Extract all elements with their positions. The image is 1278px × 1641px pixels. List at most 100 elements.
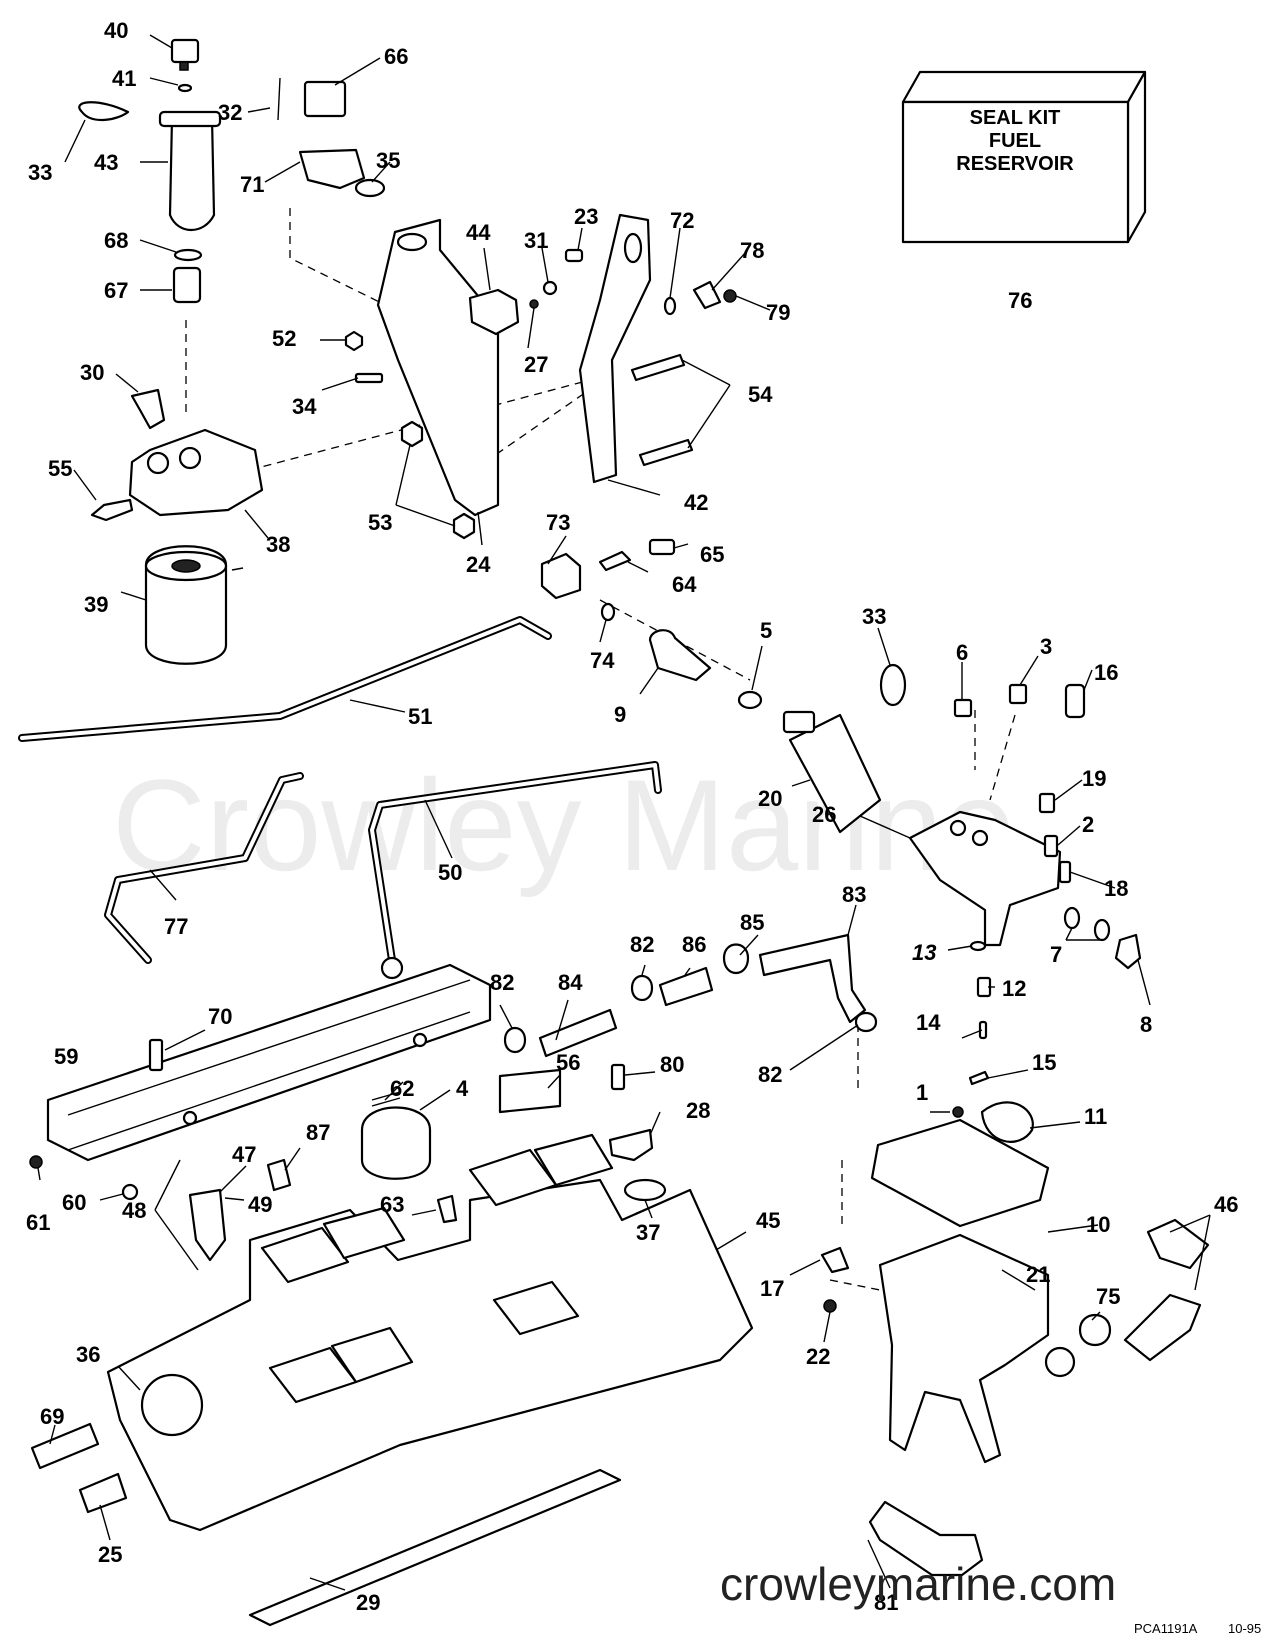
- callout-49[interactable]: 49: [248, 1192, 272, 1217]
- gasket-10: [870, 1118, 1050, 1228]
- callout-8[interactable]: 8: [1140, 1012, 1152, 1037]
- callout-34[interactable]: 34: [292, 394, 317, 419]
- callout-82-c[interactable]: 82: [758, 1062, 782, 1087]
- callout-16[interactable]: 16: [1094, 660, 1118, 685]
- callout-27[interactable]: 27: [524, 352, 548, 377]
- callout-21[interactable]: 21: [1026, 1262, 1050, 1287]
- callout-61[interactable]: 61: [26, 1210, 50, 1235]
- screw-2: [1043, 834, 1059, 858]
- callout-19[interactable]: 19: [1082, 766, 1106, 791]
- callout-42[interactable]: 42: [684, 490, 708, 515]
- seal-kit-box[interactable]: SEAL KIT FUEL RESERVOIR: [901, 70, 1147, 244]
- callout-81[interactable]: 81: [874, 1590, 898, 1615]
- callout-23[interactable]: 23: [574, 204, 598, 229]
- callout-31[interactable]: 31: [524, 228, 548, 253]
- callout-2[interactable]: 2: [1082, 812, 1094, 837]
- callout-76[interactable]: 76: [1008, 288, 1032, 313]
- callout-64[interactable]: 64: [672, 572, 697, 597]
- callout-78[interactable]: 78: [740, 238, 764, 263]
- callout-1[interactable]: 1: [916, 1080, 928, 1105]
- callout-22[interactable]: 22: [806, 1344, 830, 1369]
- callout-35[interactable]: 35: [376, 148, 400, 173]
- callout-47[interactable]: 47: [232, 1142, 256, 1167]
- callout-20[interactable]: 20: [758, 786, 782, 811]
- callout-10[interactable]: 10: [1086, 1212, 1110, 1237]
- callout-44[interactable]: 44: [466, 220, 491, 245]
- callout-60[interactable]: 60: [62, 1190, 86, 1215]
- nut-79: [723, 289, 737, 303]
- callout-80[interactable]: 80: [660, 1052, 684, 1077]
- clamp-82b: [503, 1026, 527, 1054]
- callout-25[interactable]: 25: [98, 1542, 122, 1567]
- callout-84[interactable]: 84: [558, 970, 583, 995]
- callout-52[interactable]: 52: [272, 326, 296, 351]
- callout-12[interactable]: 12: [1002, 976, 1026, 1001]
- callout-9[interactable]: 9: [614, 702, 626, 727]
- callout-67[interactable]: 67: [104, 278, 128, 303]
- callout-14[interactable]: 14: [916, 1010, 941, 1035]
- callout-18[interactable]: 18: [1104, 876, 1128, 901]
- callout-4[interactable]: 4: [456, 1076, 469, 1101]
- callout-87[interactable]: 87: [306, 1120, 330, 1145]
- callout-79[interactable]: 79: [766, 300, 790, 325]
- callout-28[interactable]: 28: [686, 1098, 710, 1123]
- callout-46[interactable]: 46: [1214, 1192, 1238, 1217]
- clip-78: [692, 280, 722, 310]
- callout-68[interactable]: 68: [104, 228, 128, 253]
- callout-36[interactable]: 36: [76, 1342, 100, 1367]
- callout-82[interactable]: 82: [630, 932, 654, 957]
- callout-38[interactable]: 38: [266, 532, 290, 557]
- callout-6[interactable]: 6: [956, 640, 968, 665]
- callout-77[interactable]: 77: [164, 914, 188, 939]
- callout-7[interactable]: 7: [1050, 942, 1062, 967]
- callout-85[interactable]: 85: [740, 910, 764, 935]
- callout-30[interactable]: 30: [80, 360, 104, 385]
- callout-43[interactable]: 43: [94, 150, 118, 175]
- callout-72[interactable]: 72: [670, 208, 694, 233]
- reservoir-base-26: [908, 810, 1062, 947]
- callout-50[interactable]: 50: [438, 860, 462, 885]
- callout-74[interactable]: 74: [590, 648, 615, 673]
- callout-13[interactable]: 13: [912, 940, 936, 965]
- callout-33-b[interactable]: 33: [862, 604, 886, 629]
- callout-62[interactable]: 62: [390, 1076, 414, 1101]
- callout-73[interactable]: 73: [546, 510, 570, 535]
- callout-51[interactable]: 51: [408, 704, 432, 729]
- callout-69[interactable]: 69: [40, 1404, 64, 1429]
- callout-29[interactable]: 29: [356, 1590, 380, 1615]
- callout-55[interactable]: 55: [48, 456, 72, 481]
- callout-86[interactable]: 86: [682, 932, 706, 957]
- callout-24[interactable]: 24: [466, 552, 491, 577]
- callout-65[interactable]: 65: [700, 542, 724, 567]
- website-watermark: crowleymarine.com: [720, 1558, 1116, 1610]
- callout-33[interactable]: 33: [28, 160, 52, 185]
- callout-45[interactable]: 45: [756, 1208, 780, 1233]
- callout-40[interactable]: 40: [104, 18, 128, 43]
- callout-53[interactable]: 53: [368, 510, 392, 535]
- callout-71[interactable]: 71: [240, 172, 264, 197]
- callout-59[interactable]: 59: [54, 1044, 78, 1069]
- pump-20: [788, 713, 882, 834]
- callout-3[interactable]: 3: [1040, 634, 1052, 659]
- callout-32[interactable]: 32: [218, 100, 242, 125]
- callout-37[interactable]: 37: [636, 1220, 660, 1245]
- callout-56[interactable]: 56: [556, 1050, 580, 1075]
- callout-41[interactable]: 41: [112, 66, 136, 91]
- bolt-55: [90, 498, 134, 522]
- callout-48[interactable]: 48: [122, 1198, 146, 1223]
- callout-15[interactable]: 15: [1032, 1050, 1056, 1075]
- callout-63[interactable]: 63: [380, 1192, 404, 1217]
- callout-17[interactable]: 17: [760, 1276, 784, 1301]
- callout-39[interactable]: 39: [84, 592, 108, 617]
- callout-66[interactable]: 66: [384, 44, 408, 69]
- callout-75[interactable]: 75: [1096, 1284, 1120, 1309]
- callout-54[interactable]: 54: [748, 382, 773, 407]
- callout-26[interactable]: 26: [812, 802, 836, 827]
- seal-kit-line-1: SEAL KIT: [970, 107, 1061, 129]
- callout-70[interactable]: 70: [208, 1004, 232, 1029]
- callout-5[interactable]: 5: [760, 618, 772, 643]
- callout-83[interactable]: 83: [842, 882, 866, 907]
- callout-11[interactable]: 11: [1084, 1104, 1107, 1129]
- callout-82-b[interactable]: 82: [490, 970, 514, 995]
